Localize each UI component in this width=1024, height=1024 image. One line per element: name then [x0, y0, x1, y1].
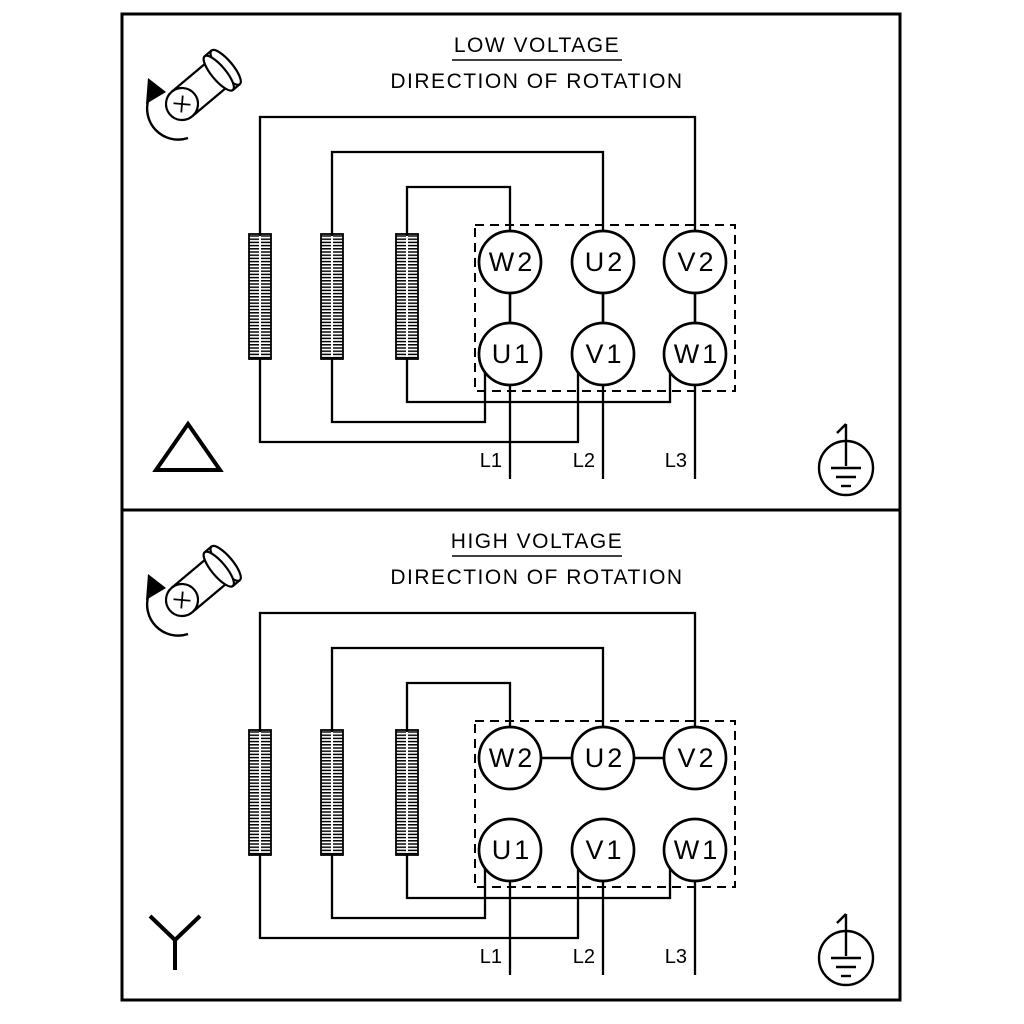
terminal-label-w1: W1: [674, 339, 721, 369]
rotation-arrow: [145, 97, 189, 141]
terminal-label-w1: W1: [674, 835, 721, 865]
shaft-flange-front: [202, 54, 235, 92]
terminal-box: [474, 224, 736, 392]
terminal-box: [474, 720, 736, 888]
supply-label-l2: L2: [573, 450, 595, 472]
wire-top-coil3-w2: [405, 681, 512, 736]
terminal-u2: [570, 725, 636, 791]
terminal-w1: [662, 817, 728, 883]
wire-top-coil1-v2: [258, 611, 697, 736]
wire-bottom-coil3-w1: [405, 357, 672, 404]
panel-title: HIGH VOLTAGE: [451, 530, 623, 553]
rotation-arrowhead: [146, 574, 166, 600]
supply-label-l1: L1: [480, 450, 502, 472]
star-symbol: [148, 914, 202, 970]
wire-bottom-coil3-w1: [405, 853, 672, 900]
ground-circle: [817, 929, 875, 987]
terminal-v1: [570, 817, 636, 883]
delta-bridge-links: [508, 293, 697, 323]
terminal-w2: [477, 229, 543, 295]
panel-subtitle: DIRECTION OF ROTATION: [390, 566, 683, 589]
supply-label-l3: L3: [665, 450, 687, 472]
panel-subtitle: DIRECTION OF ROTATION: [390, 70, 683, 93]
panel-title: LOW VOLTAGE: [454, 34, 620, 57]
wires: [258, 611, 697, 975]
terminal-label-w2: W2: [489, 247, 536, 277]
supply-label-l1: L1: [480, 946, 502, 968]
terminal-v2: [662, 725, 728, 791]
rotation-arrow: [145, 593, 189, 637]
shaft-rotation-icon: [145, 544, 242, 637]
wire-top-coil2-u2: [330, 646, 605, 736]
rotation-arrowhead: [146, 78, 166, 104]
wire-bottom-coil1-v1: [258, 853, 580, 940]
terminal-u1: [477, 817, 543, 883]
winding-coils: [248, 233, 419, 360]
shaft-rotation-icon: [145, 48, 242, 141]
terminal-v2: [662, 229, 728, 295]
ground-circle: [817, 439, 875, 497]
terminal-w1: [662, 321, 728, 387]
panel-low-voltage: LOW VOLTAGE DIRECTION OF ROTATION: [120, 12, 902, 512]
supply-label-l2: L2: [573, 946, 595, 968]
terminal-label-v2: V2: [677, 743, 716, 773]
wire-top-coil3-w2: [405, 185, 512, 240]
terminal-label-v2: V2: [677, 247, 716, 277]
terminal-v1: [570, 321, 636, 387]
terminal-label-w2: W2: [489, 743, 536, 773]
ground-symbol: [817, 913, 875, 987]
winding-coils: [248, 729, 419, 856]
terminals: W2 U2 V2 U1 V1 W1: [477, 725, 728, 883]
terminal-label-u2: U2: [585, 247, 626, 277]
terminal-label-v1: V1: [585, 339, 624, 369]
terminals: W2 U2 V2 U1 V1 W1: [477, 229, 728, 387]
wire-bottom-coil2-u1: [330, 853, 487, 920]
terminal-label-u1: U1: [492, 835, 533, 865]
wire-bottom-coil2-u1: [330, 357, 487, 424]
panel-high-voltage: HIGH VOLTAGE DIRECTION OF ROTATION: [120, 508, 902, 1002]
terminal-w2: [477, 725, 543, 791]
terminal-label-v1: V1: [585, 835, 624, 865]
wire-top-coil1-v2: [258, 115, 697, 240]
terminal-label-u1: U1: [492, 339, 533, 369]
shaft-face-cross: [173, 591, 191, 609]
supply-label-l3: L3: [665, 946, 687, 968]
terminal-u2: [570, 229, 636, 295]
wire-bottom-coil1-v1: [258, 357, 580, 444]
shaft-face-cross: [173, 95, 191, 113]
ground-symbol: [817, 423, 875, 497]
delta-symbol: [152, 420, 224, 472]
terminal-label-u2: U2: [585, 743, 626, 773]
terminal-u1: [477, 321, 543, 387]
shaft-flange-front: [202, 550, 235, 588]
wires: [258, 115, 697, 479]
wire-top-coil2-u2: [330, 150, 605, 240]
